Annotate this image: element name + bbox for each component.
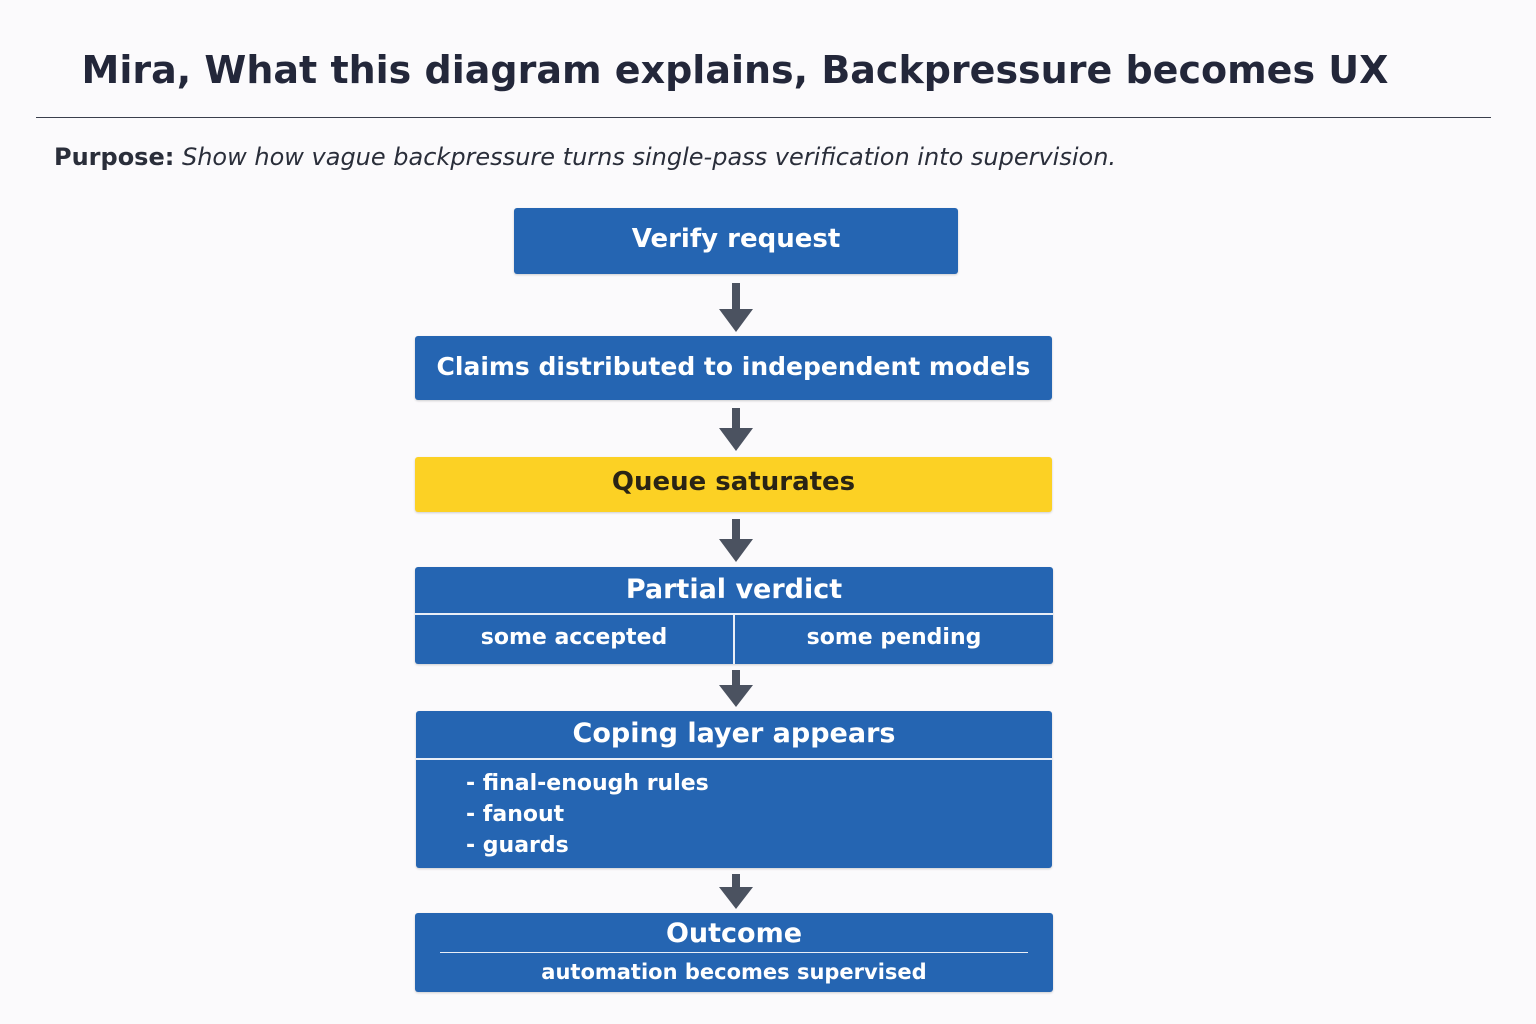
arrow-down-icon — [719, 874, 753, 909]
outcome-box: Outcome automation becomes supervised — [415, 913, 1053, 992]
outcome-subtext: automation becomes supervised — [541, 960, 927, 984]
partial-verdict-label: Partial verdict — [415, 567, 1053, 615]
some-pending-cell: some pending — [806, 625, 982, 650]
some-accepted-cell: some accepted — [415, 615, 735, 664]
purpose-line: Purpose: Show how vague backpressure tur… — [54, 143, 1116, 171]
purpose-text: Show how vague backpressure turns single… — [174, 143, 1117, 171]
diagram-title: Mira, What this diagram explains, Backpr… — [81, 48, 1389, 92]
outcome-divider — [440, 952, 1028, 953]
partial-verdict-box: Partial verdict some accepted some pendi… — [415, 567, 1053, 664]
coping-layer-label: Coping layer appears — [416, 711, 1052, 760]
purpose-label: Purpose — [54, 143, 165, 171]
arrow-down-icon — [719, 408, 753, 451]
arrow-down-icon — [719, 519, 753, 562]
title-divider — [36, 117, 1491, 118]
outcome-label: Outcome — [665, 918, 803, 949]
list-item: - final-enough rules — [466, 771, 709, 796]
coping-layer-box: Coping layer appears - final-enough rule… — [416, 711, 1052, 868]
verify-request-box: Verify request — [514, 208, 958, 274]
purpose-colon: : — [164, 143, 175, 171]
list-item: - guards — [466, 833, 569, 858]
verify-request-label: Verify request — [631, 224, 841, 254]
coping-layer-list: - final-enough rules - fanout - guards — [416, 760, 1052, 861]
queue-saturates-box: Queue saturates — [415, 457, 1052, 512]
arrow-down-icon — [719, 670, 753, 707]
partial-verdict-split: some accepted some pending — [415, 615, 1053, 664]
queue-saturates-label: Queue saturates — [611, 467, 856, 497]
claims-distributed-box: Claims distributed to independent models — [415, 336, 1052, 400]
list-item: - fanout — [466, 802, 565, 827]
arrow-down-icon — [719, 283, 753, 332]
claims-distributed-label: Claims distributed to independent models — [436, 352, 1031, 381]
